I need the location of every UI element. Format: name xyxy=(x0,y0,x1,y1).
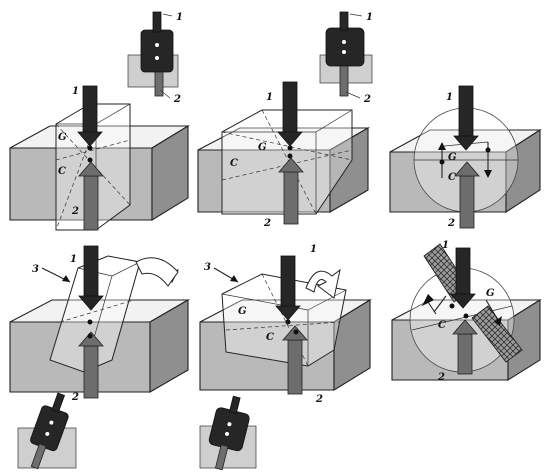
label-C-r2c2: C xyxy=(266,332,274,343)
label-C-r1c3: C xyxy=(448,172,456,183)
label-G-r1c2: G xyxy=(258,142,267,153)
panel-row1-col3 xyxy=(389,85,542,229)
panel-row2-col3 xyxy=(391,243,542,381)
mini-figure-upright-1 xyxy=(127,11,179,99)
label-C-r1c1: C xyxy=(58,166,66,177)
label-3-r2c1: 3 xyxy=(32,264,39,275)
label-2-r2c3: 2 xyxy=(437,372,445,383)
label-3-r2c2: 3 xyxy=(204,262,211,273)
panel-row2-col2 xyxy=(199,255,372,395)
panel-row1-col1 xyxy=(9,85,190,231)
label-1-r2c2: 1 xyxy=(310,244,317,255)
label-G-r2c3: G xyxy=(486,288,495,299)
label-1-r2c1: 1 xyxy=(70,254,77,265)
label-C-r1c2: C xyxy=(230,158,238,169)
label-1-mini-a: 1 xyxy=(176,12,183,23)
label-G-r1c3: G xyxy=(448,152,457,163)
label-1-r2c3: 1 xyxy=(442,240,449,251)
label-2-r2c1: 2 xyxy=(71,392,79,403)
label-1-mini-b: 1 xyxy=(366,12,373,23)
label-2-r1c1: 2 xyxy=(71,206,79,217)
panel-row1-col2 xyxy=(197,81,371,225)
mini-figure-tilted-2 xyxy=(199,395,257,471)
label-2-r2c2: 2 xyxy=(315,394,323,405)
label-C-r2c3: C xyxy=(438,320,446,331)
label-G-r1c1: G xyxy=(58,132,67,143)
label-1-r1c3: 1 xyxy=(446,92,453,103)
label-2-mini-a: 2 xyxy=(173,94,181,105)
label-1-r1c2: 1 xyxy=(266,92,273,103)
label-1-r1c1: 1 xyxy=(72,86,79,97)
label-2-mini-b: 2 xyxy=(363,94,371,105)
mini-figure-upright-2 xyxy=(319,11,373,99)
label-2-r1c3: 2 xyxy=(447,218,455,229)
mini-figure-tilted-1 xyxy=(17,392,77,470)
label-G-r2c2: G xyxy=(238,306,247,317)
panel-row2-col1 xyxy=(9,245,191,399)
label-2-r1c2: 2 xyxy=(263,218,271,229)
